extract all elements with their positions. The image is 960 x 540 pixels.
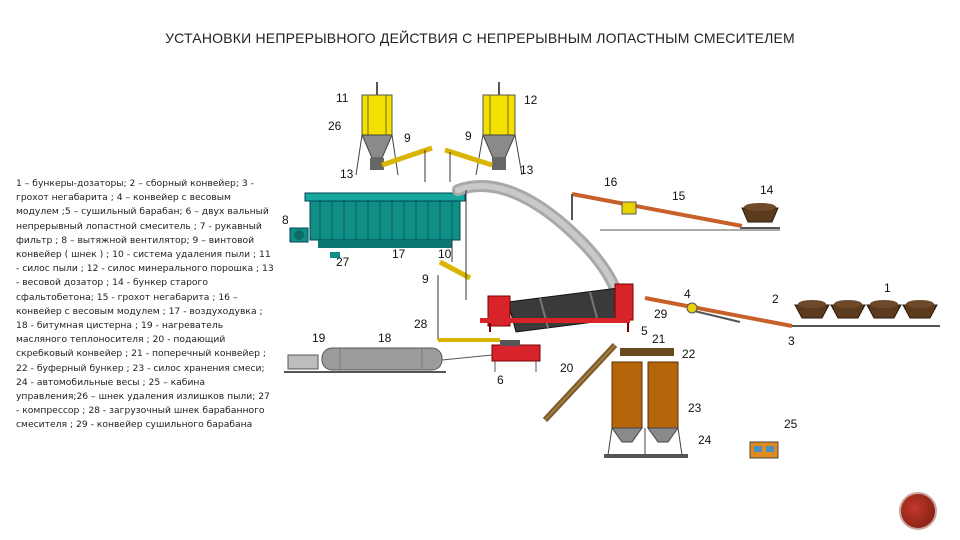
label-23: 23 [688,401,702,415]
slide-logo-icon [899,492,937,530]
label-17: 17 [392,247,406,261]
label-10: 10 [438,247,452,261]
label-29: 29 [654,307,668,321]
label-28: 28 [414,317,428,331]
label-25: 25 [784,417,798,431]
label-19: 19 [312,331,326,345]
label-24: 24 [698,433,712,447]
label-26: 26 [328,119,342,133]
silo-11 [355,82,399,176]
label-15: 15 [672,189,686,203]
pugmill-mixer [491,340,541,372]
label-5: 5 [641,324,648,338]
exhaust-duct [452,180,624,304]
rap-bin [740,203,780,229]
page-title: УСТАНОВКИ НЕПРЕРЫВНОГО ДЕЙСТВИЯ С НЕПРЕР… [165,30,795,46]
cold-feed-bins [792,300,940,327]
label-11: 11 [336,91,349,105]
label-3: 3 [788,334,795,348]
label-4: 4 [684,287,691,301]
rap-conveyor-16 [571,192,780,231]
label-8: 8 [282,213,289,227]
label-14: 14 [760,183,774,197]
label-27: 27 [336,255,350,269]
label-9a: 9 [404,131,411,145]
label-9b: 9 [465,129,472,143]
dust-removal-system [437,190,472,340]
label-9c: 9 [422,272,429,286]
label-6: 6 [497,373,504,387]
silo-12 [475,82,523,176]
storage-silos [607,348,683,456]
label-13a: 13 [340,167,354,181]
label-16: 16 [604,175,618,189]
component-labels: 1 2 3 4 5 6 8 9 9 9 10 11 12 13 13 14 15… [282,91,891,447]
truck-scales [604,454,688,458]
label-18: 18 [378,331,392,345]
label-1: 1 [884,281,891,295]
label-2: 2 [772,292,779,306]
screw-conveyor-9-upper [381,145,493,182]
legend-text: 1 – бункеры-дозаторы; 2 – сборный конвей… [16,178,274,431]
dryer-drum [480,283,634,333]
control-cabin [749,441,779,459]
baghouse-filter [289,192,466,248]
label-22: 22 [682,347,696,361]
label-21: 21 [652,332,666,346]
label-20: 20 [560,361,574,375]
label-13b: 13 [520,163,534,177]
bitumen-tank [284,347,493,373]
scraper-conveyor-20 [542,342,618,423]
collecting-conveyor-2 [644,296,793,328]
compressor-27 [330,252,340,258]
label-12: 12 [524,93,538,107]
